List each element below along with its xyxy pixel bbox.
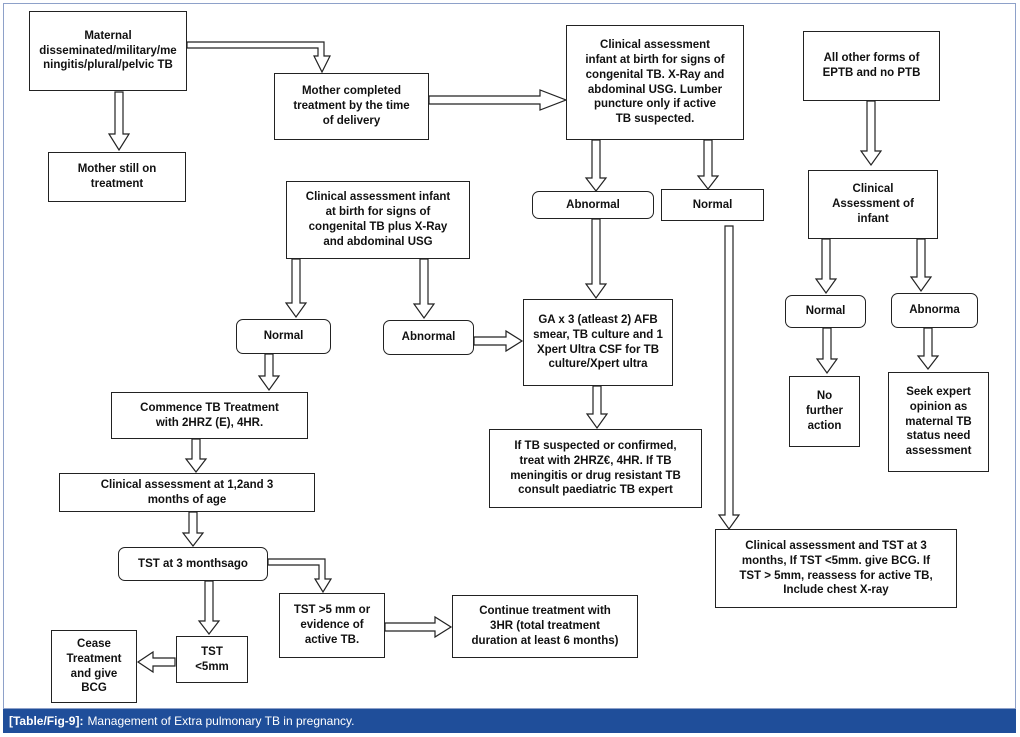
arrow-down	[815, 327, 839, 375]
node-all-other-eptb: All other forms of EPTB and no PTB	[803, 31, 940, 101]
node-mother-still-on-treatment: Mother still on treatment	[48, 152, 186, 202]
node-abnormal-right: Abnorma	[891, 293, 978, 328]
arrow-down	[909, 238, 933, 293]
node-cease-treatment: Cease Treatment and give BCG	[51, 630, 137, 703]
arrow-down	[584, 139, 608, 192]
arrow-down	[184, 438, 208, 473]
arrow-down	[717, 225, 741, 531]
arrow-down	[584, 218, 608, 300]
arrow-right	[473, 329, 524, 353]
node-maternal-tb: Maternal disseminated/military/me ningit…	[29, 11, 187, 91]
arrow-right	[428, 89, 568, 111]
arrow-down	[859, 100, 883, 167]
arrow-right	[186, 41, 331, 74]
node-seek-expert: Seek expert opinion as maternal TB statu…	[888, 372, 989, 472]
arrow-down	[257, 353, 281, 392]
node-continue-treatment: Continue treatment with 3HR (total treat…	[452, 595, 638, 658]
node-mother-completed: Mother completed treatment by the time o…	[274, 73, 429, 140]
arrow-down	[181, 511, 205, 547]
node-abnormal-mid: Abnormal	[383, 320, 474, 355]
node-tst-3months: TST at 3 monthsago	[118, 547, 268, 581]
arrow-down	[284, 258, 308, 319]
arrow-right	[267, 558, 333, 594]
node-clinical-assessment-months: Clinical assessment at 1,2and 3 months o…	[59, 473, 315, 512]
node-ga-x3: GA x 3 (atleast 2) AFB smear, TB culture…	[523, 299, 673, 386]
node-no-further-action: No further action	[789, 376, 860, 447]
node-commence-tb: Commence TB Treatment with 2HRZ (E), 4HR…	[111, 392, 308, 439]
node-clinical-assessment-infant: Clinical Assessment of infant	[808, 170, 938, 239]
arrow-left	[136, 650, 176, 674]
node-clinical-assessment-mid: Clinical assessment infant at birth for …	[286, 181, 470, 259]
arrow-down	[107, 91, 131, 152]
caption-text: Management of Extra pulmonary TB in preg…	[87, 714, 355, 728]
arrow-down	[197, 580, 221, 635]
node-tst-lt5: TST <5mm	[176, 636, 248, 683]
arrow-right	[384, 615, 453, 639]
node-clinical-assessment-top: Clinical assessment infant at birth for …	[566, 25, 744, 140]
arrow-down	[916, 327, 940, 370]
node-abnormal-top: Abnormal	[532, 191, 654, 219]
node-tst-gt5: TST >5 mm or evidence of active TB.	[279, 593, 385, 658]
arrow-down	[814, 238, 838, 295]
node-normal-mid: Normal	[236, 319, 331, 354]
node-clinical-tst-3months: Clinical assessment and TST at 3 months,…	[715, 529, 957, 608]
caption-bar: [Table/Fig-9]: Management of Extra pulmo…	[3, 709, 1016, 733]
node-normal-right: Normal	[785, 295, 866, 328]
arrow-down	[412, 258, 436, 320]
arrow-down	[696, 139, 720, 190]
node-normal-top: Normal	[661, 189, 764, 221]
node-if-tb-suspected: If TB suspected or confirmed, treat with…	[489, 429, 702, 508]
caption-tag: [Table/Fig-9]:	[9, 714, 84, 728]
arrow-down	[585, 385, 609, 430]
